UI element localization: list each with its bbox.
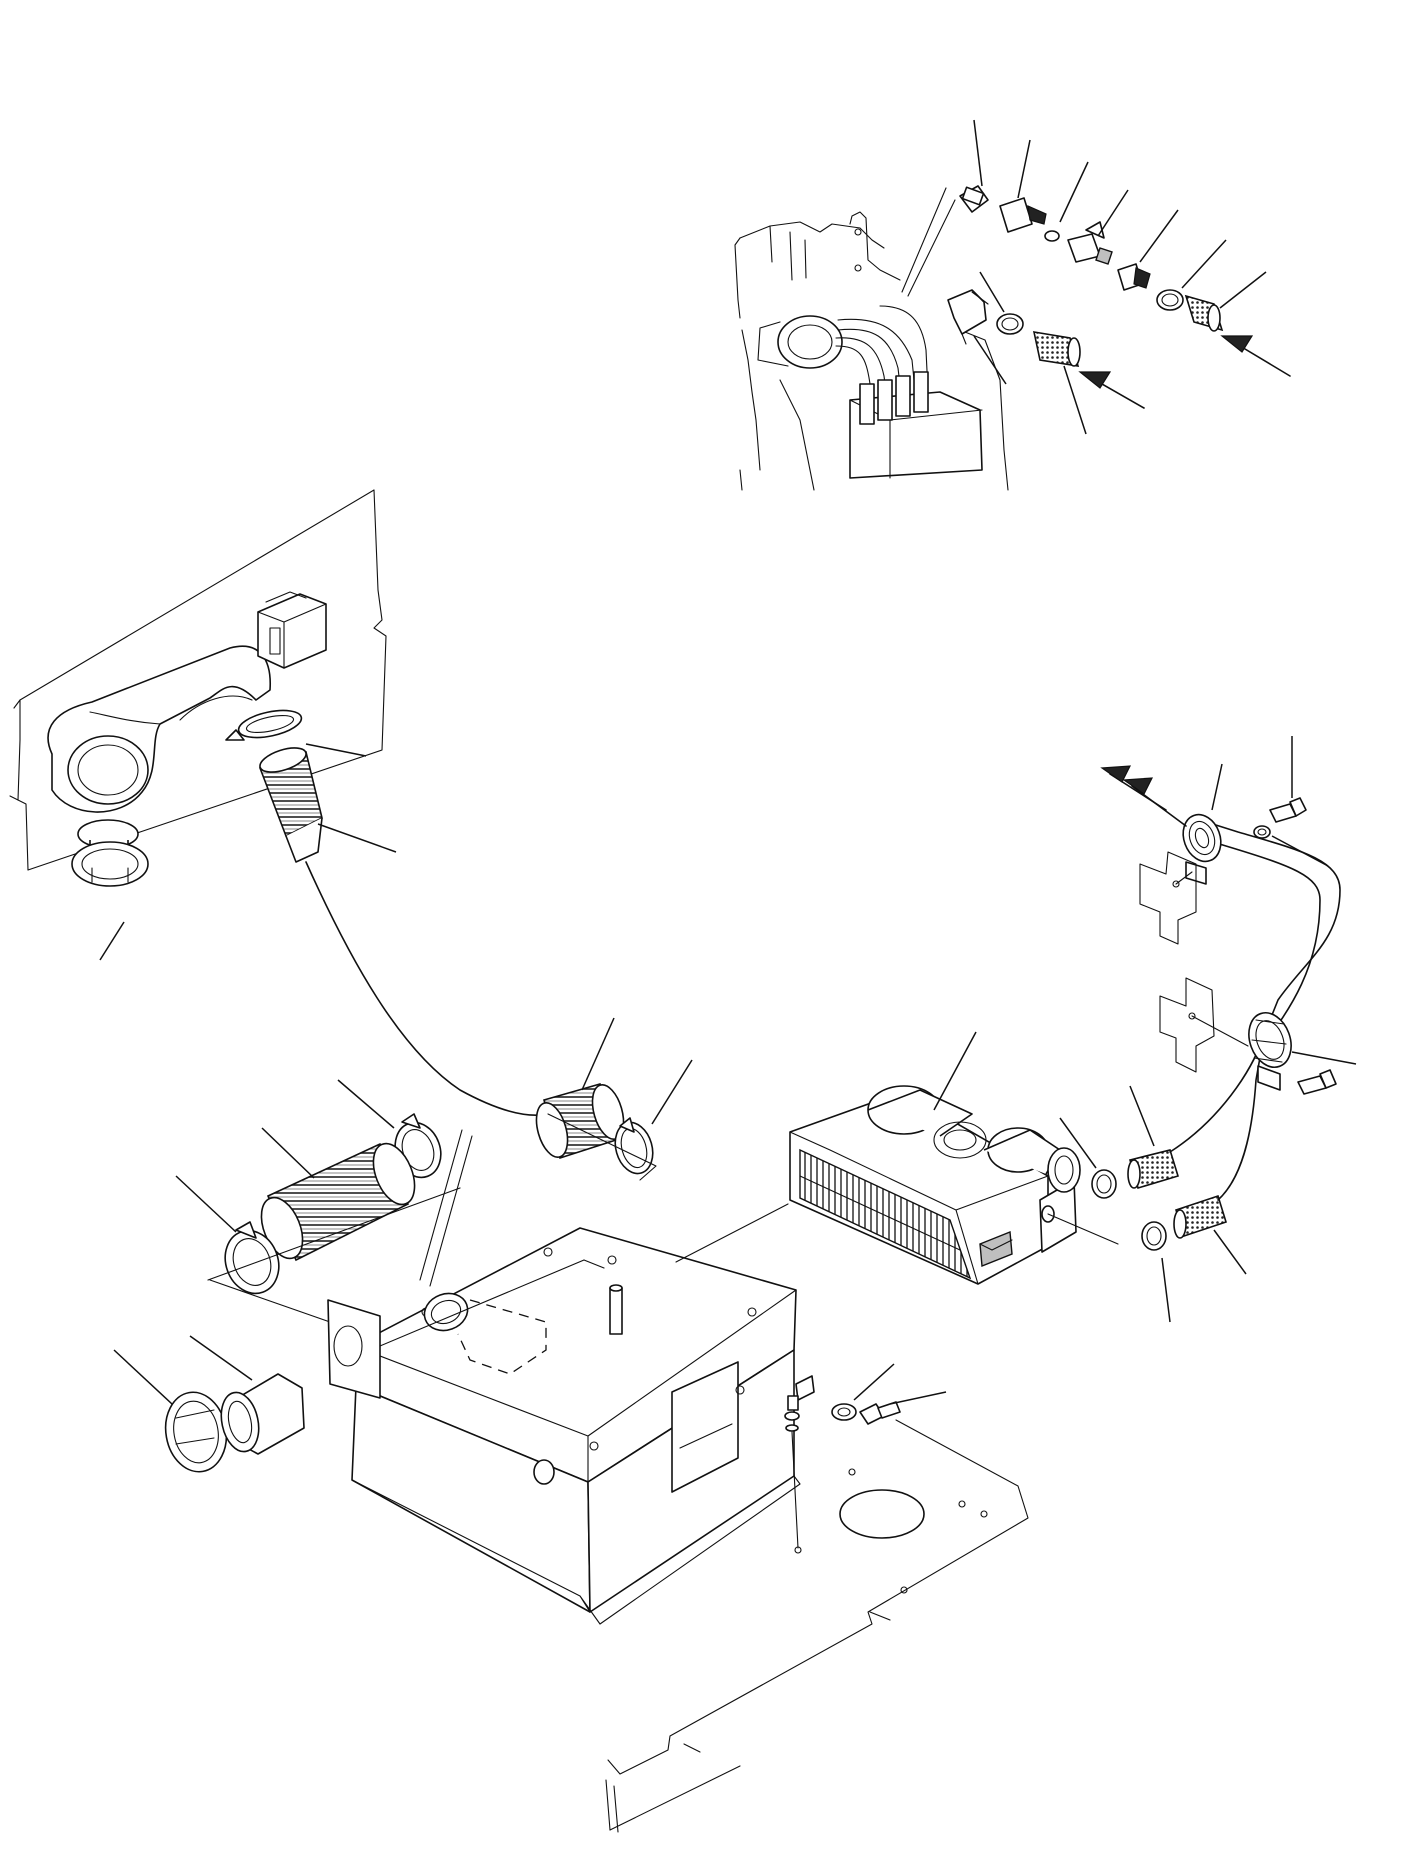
- hose-upper: [1127, 1085, 1180, 1189]
- duct-clamp-left-inner: [175, 1175, 280, 1295]
- heater-unit: [789, 1031, 1119, 1285]
- duct-clamp-center: [547, 1059, 693, 1181]
- dash-panel-outlet: [9, 489, 387, 961]
- water-hose-inner: [1199, 837, 1321, 1201]
- fitting-chain-upper: [959, 185, 1224, 332]
- engine-water-inset: [734, 119, 1291, 491]
- air-hose: [305, 861, 549, 1116]
- duct-hose-upper: [258, 747, 397, 863]
- bracket-bolt-upper: [1269, 736, 1307, 823]
- duct-clamp-upper: [225, 709, 367, 757]
- floor-plate: [605, 1419, 1029, 1833]
- hose-clamp-lower: [1141, 1221, 1171, 1323]
- bracket-bolt-lower: [1297, 1069, 1337, 1095]
- outlet-adapter-lower: [189, 1335, 305, 1455]
- grommet-lower: [1248, 1012, 1357, 1091]
- grommet-upper: [1182, 763, 1223, 885]
- hose-clamp-upper: [1059, 1117, 1117, 1199]
- fitting-chain-lower: [947, 289, 1081, 367]
- duct-hose-center: [535, 1017, 625, 1160]
- duct-hose-left: [260, 1127, 416, 1262]
- mount-washer: [831, 1363, 895, 1421]
- water-flow-arrows: [1100, 765, 1187, 827]
- wall-bracket-lower: [1159, 977, 1215, 1073]
- outlet-nozzle-lower: [113, 1349, 228, 1473]
- heater-box: [327, 1227, 815, 1625]
- bracket-washer-upper: [1253, 825, 1329, 867]
- hose-lower: [1173, 1194, 1247, 1275]
- mount-bolt: [859, 1391, 947, 1425]
- wall-bracket-upper: [1139, 851, 1197, 945]
